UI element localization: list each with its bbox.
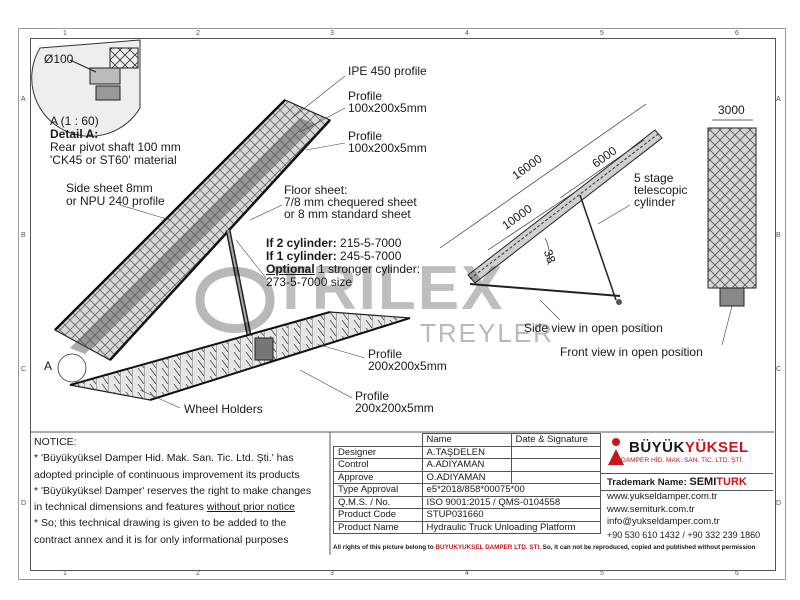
callout-cylinder-2: If 2 cylinder: 215-5-7000 [266, 236, 402, 250]
grid-row-b: B [21, 232, 26, 239]
grid-col-6-bottom: 6 [735, 570, 739, 577]
tb-value-control: A.ADIYAMAN [421, 458, 512, 472]
callout-floor-c: or 8 mm standard sheet [284, 207, 411, 221]
grid-row-a-right: A [776, 96, 781, 103]
tb-label-product-code: Product Code [333, 508, 423, 522]
tb-label-approve: Approve [333, 470, 423, 484]
tb-value-approve: O.ADIYAMAN [421, 470, 512, 484]
brand-name: BÜYÜKYÜKSEL [629, 439, 749, 456]
detail-a-view [31, 39, 141, 137]
grid-col-3-bottom: 3 [330, 570, 334, 577]
grid-row-b-right: B [776, 232, 781, 239]
notice-line-3: * 'Büyükyüksel Damper' reserves the righ… [34, 484, 312, 497]
tb-value-designer: A.TAŞDELEN [421, 445, 512, 459]
callout-profile-1a: Profile [348, 89, 383, 103]
label-front-view: Front view in open position [560, 345, 703, 359]
outer-border [18, 28, 786, 580]
copyright-line: All rights of this picture belong to BÜY… [333, 544, 756, 551]
callout-telescopic-b: telescopic [634, 183, 688, 197]
callout-profile-4b: 200x200x5mm [355, 401, 434, 415]
callout-profile-3b: 200x200x5mm [368, 359, 447, 373]
brand-subtitle: DAMPER HİD. MAK. SAN. TİC. LTD. ŞTİ. [621, 457, 744, 464]
detail-title: Detail A: [50, 127, 99, 141]
grid-row-d: D [21, 500, 27, 507]
side-view [439, 103, 663, 321]
callout-wheel-holders: Wheel Holders [184, 402, 263, 416]
callout-floor-a: Floor sheet: [284, 183, 348, 197]
header-date: Date & Signature [510, 433, 601, 447]
brand-phone: +90 530 610 1432 / +90 332 239 1860 [607, 529, 761, 540]
grid-col-2: 2 [196, 30, 200, 37]
grid-row-a: A [21, 96, 26, 103]
tb-label-control: Control [333, 458, 423, 472]
grid-col-1-bottom: 1 [63, 570, 67, 577]
grid-col-3: 3 [330, 30, 334, 37]
callout-profile-2a: Profile [348, 129, 383, 143]
grid-col-4: 4 [465, 30, 469, 37]
brand-block: BÜYÜKYÜKSEL DAMPER HİD. MAK. SAN. TİC. L… [601, 433, 773, 543]
callout-profile-4a: Profile [355, 389, 390, 403]
tb-value-product-name: Hydraulic Truck Unloading Platform [421, 520, 601, 534]
tb-label-designer: Designer [333, 445, 423, 459]
callout-optional: Optional 1 stronger cylinder: [266, 262, 421, 276]
tb-value-product-code: STUP031660 [421, 508, 601, 522]
callout-profile-1b: 100x200x5mm [348, 101, 427, 115]
callout-profile-3a: Profile [368, 347, 403, 361]
watermark-logo [195, 267, 275, 333]
detail-line-2: 'CK45 or ST60' material [50, 153, 177, 167]
watermark-main-text: TRILEX [272, 254, 505, 323]
grid-col-6: 6 [735, 30, 739, 37]
notice-line-5: * So; this technical drawing is given to… [34, 517, 287, 530]
detail-scale: A (1 : 60) [50, 114, 99, 128]
brand-web-2: www.semiturk.com.tr [607, 503, 695, 515]
notice-block: NOTICE: * 'Büyükyüksel Damper Hid. Mak. … [34, 434, 326, 548]
grid-col-4-bottom: 4 [465, 570, 469, 577]
notice-line-1: * 'Büyükyüksel Damper Hid. Mak. San. Tic… [34, 452, 294, 465]
grid-col-5-bottom: 5 [600, 570, 604, 577]
dim-3000: 3000 [718, 103, 745, 117]
grid-col-1: 1 [63, 30, 67, 37]
tb-value-type-approval: e5*2018/858*00075*00 [421, 483, 601, 497]
brand-logo-icon [608, 438, 624, 465]
header-name: Name [421, 433, 512, 447]
callout-profile-2b: 100x200x5mm [348, 141, 427, 155]
tb-label-product-name: Product Name [333, 520, 423, 534]
grid-col-5: 5 [600, 30, 604, 37]
callout-ipe-profile: IPE 450 profile [348, 64, 427, 78]
tb-value-qms: ISO 9001:2015 / QMS-0104558 [421, 495, 601, 509]
notice-line-6: contract annex and it is for only inform… [34, 533, 289, 546]
brand-contacts: www.yukseldamper.com.tr www.semiturk.com… [607, 491, 760, 541]
front-view [707, 119, 757, 346]
watermark-sub-text: TREYLER [420, 318, 554, 348]
detail-line-1: Rear pivot shaft 100 mm [50, 140, 181, 154]
trademark: Trademark Name: SEMITURK [607, 476, 747, 488]
tb-label-qms: Q.M.S. / No. [333, 495, 423, 509]
ramp-main-view [54, 99, 411, 401]
brand-web-1: www.yukseldamper.com.tr [607, 491, 718, 502]
callout-side-sheet-b: or NPU 240 profile [66, 194, 165, 208]
notice-title: NOTICE: [34, 436, 77, 448]
callout-optional-size: 273-5-7000 size [266, 275, 353, 289]
leader-lines [119, 75, 366, 409]
detail-diameter: Ø100 [44, 52, 74, 66]
grid-col-2-bottom: 2 [196, 570, 200, 577]
callout-floor-b: 7/8 mm chequered sheet [284, 195, 417, 209]
label-side-view: Side view in open position [524, 321, 663, 335]
grid-row-d-right: D [776, 500, 782, 507]
brand-email: info@yukseldamper.com.tr [607, 516, 720, 527]
callout-side-sheet-a: Side sheet 8mm [66, 181, 153, 195]
callout-telescopic-a: 5 stage [634, 171, 674, 185]
grid-row-c-right: C [776, 366, 782, 373]
notice-line-2: adopted principle of continuous improvem… [34, 468, 300, 481]
notice-line-4: in technical dimensions and features wit… [34, 501, 295, 514]
drawing-frame [30, 38, 776, 571]
tb-label-type-approval: Type Approval [333, 483, 423, 497]
grid-row-c: C [21, 366, 27, 373]
callout-telescopic-c: cylinder [634, 195, 676, 209]
callout-a-marker: A [44, 359, 53, 373]
callout-cylinder-1: If 1 cylinder: 245-5-7000 [266, 249, 402, 263]
